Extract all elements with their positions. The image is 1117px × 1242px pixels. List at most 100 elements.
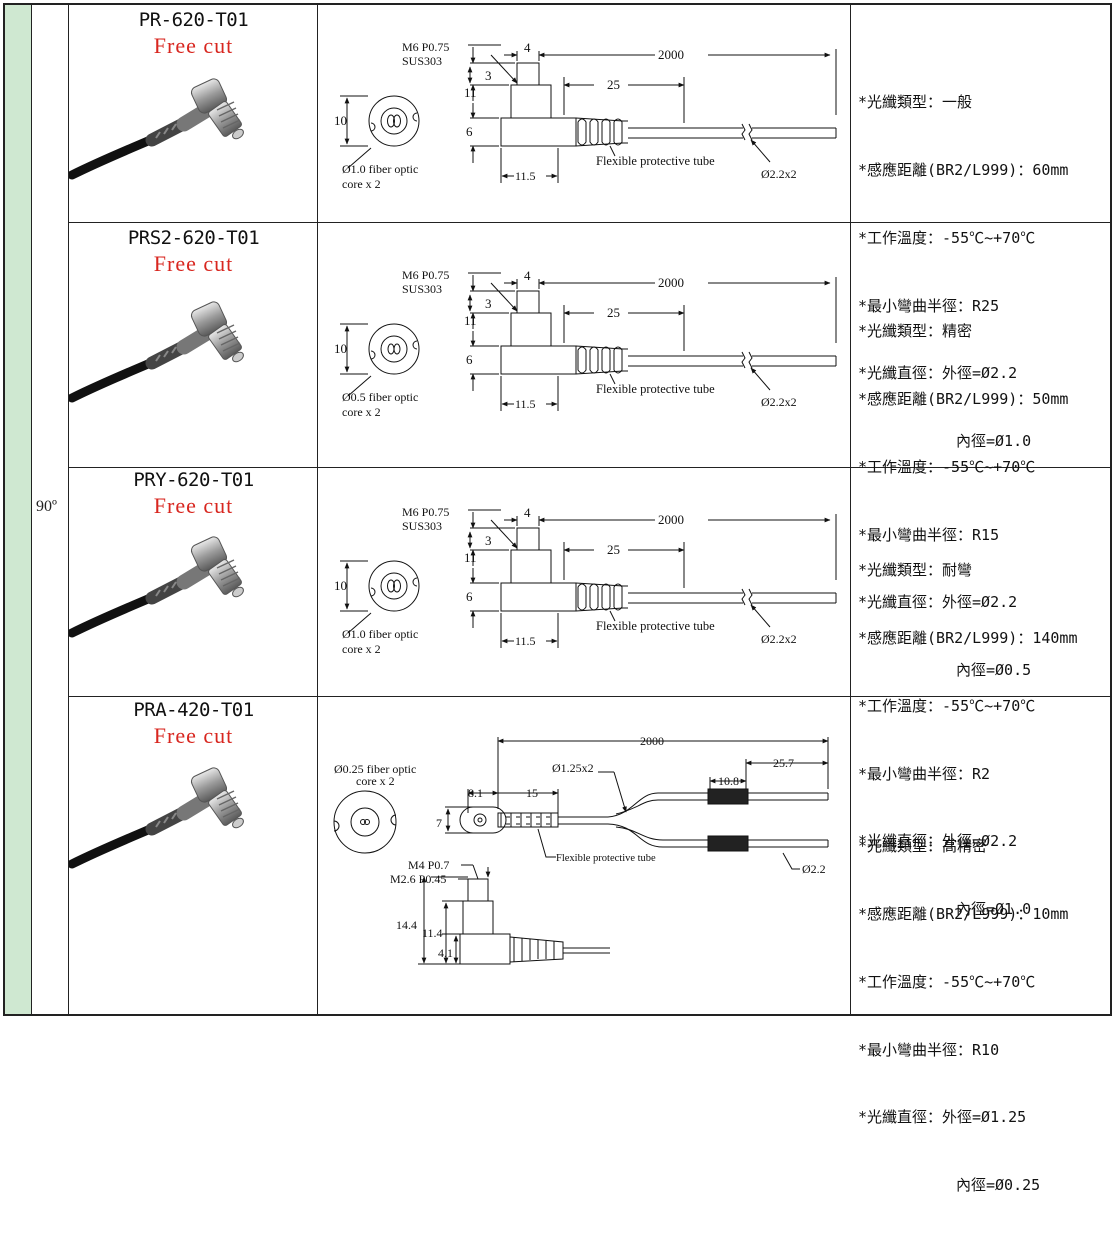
spec-temperature: *工作溫度：-55℃~+70℃ xyxy=(858,972,1036,991)
thread-label: M4 P0.7 xyxy=(408,858,449,872)
tube-label: Flexible protective tube xyxy=(596,154,715,168)
dim-top: 4 xyxy=(524,268,531,283)
thread-label: M6 P0.75 xyxy=(402,40,449,54)
spec-bend-radius: *最小彎曲半徑：R25 xyxy=(858,296,1000,315)
core-note-count: core x 2 xyxy=(342,642,381,656)
dimension-drawing: Ø0.25 fiber optic core x 2 2000 Ø1.25x2 … xyxy=(318,697,851,1014)
dim-25: 25 xyxy=(607,77,620,92)
core-note-count: core x 2 xyxy=(342,405,381,419)
angle-label: 90º xyxy=(36,498,57,515)
outer-diameter: Ø2.2x2 xyxy=(761,167,797,181)
dim-top: 4 xyxy=(524,40,531,55)
dim-length: 2000 xyxy=(658,47,684,62)
product-row: PR-620-T01 Free cut xyxy=(69,5,1110,450)
spec-fiber-type: *光纖類型：精密 xyxy=(858,322,973,341)
cable-diameter: Ø1.25x2 xyxy=(552,761,594,775)
spec-sensing-distance: *感應距離(BR2/L999)：140mm xyxy=(858,628,1078,647)
dimension-drawing: M6 P0.75 SUS303 4 2000 3 11 25 10 6 11.5… xyxy=(318,468,851,696)
spec-bend-radius: *最小彎曲半徑：R15 xyxy=(858,525,1000,544)
model-number: PRY-620-T01 xyxy=(133,469,254,491)
dimension-drawing: M6 P0.75 SUS303 4 2000 3 11 25 10 6 11.5… xyxy=(318,5,851,222)
sensor-photo xyxy=(69,697,318,1014)
spec-fiber-type: *光纖類型：耐彎 xyxy=(858,561,973,580)
photo-cell: PRY-620-T01 Free cut xyxy=(69,468,318,696)
dim-length: 2000 xyxy=(658,275,684,290)
dim-3: 3 xyxy=(485,533,492,548)
core-note-count: core x 2 xyxy=(356,774,395,788)
spec-cell: *光纖類型：一般 *感應距離(BR2/L999)：60mm *工作溫度：-55℃… xyxy=(851,5,1110,450)
sensor-photo xyxy=(69,5,318,223)
spec-inner-diameter: 內徑=Ø1.0 xyxy=(956,432,1032,451)
dim-11-5: 11.5 xyxy=(515,634,536,648)
dim-14-4: 14.4 xyxy=(396,918,417,932)
angle-column xyxy=(32,5,69,1014)
dim-25-7: 25.7 xyxy=(773,756,794,770)
dim-25: 25 xyxy=(607,305,620,320)
spec-temperature: *工作溫度：-55℃~+70℃ xyxy=(858,696,1036,715)
spec-fiber-type: *光纖類型：一般 xyxy=(858,93,973,112)
spec-temperature: *工作溫度：-55℃~+70℃ xyxy=(858,457,1036,476)
dim-10: 10 xyxy=(334,578,347,593)
dim-10-8: 10.8 xyxy=(718,774,739,788)
drawing-svg: M6 P0.75 SUS303 4 2000 3 11 25 10 6 11.5… xyxy=(334,268,837,419)
dim-11-4: 11.4 xyxy=(422,926,443,940)
drawing-svg: Ø0.25 fiber optic core x 2 2000 Ø1.25x2 … xyxy=(333,734,829,965)
sensor-photo xyxy=(69,223,318,468)
tube-label: Flexible protective tube xyxy=(596,619,715,633)
thread-label-secondary: M2.6 P0.45 xyxy=(390,872,446,886)
dimension-drawing: M6 P0.75 SUS303 4 2000 3 11 25 10 6 11.5… xyxy=(318,223,851,467)
core-note: Ø0.5 fiber optic xyxy=(342,390,418,404)
model-number: PR-620-T01 xyxy=(138,9,249,31)
spec-bend-radius: *最小彎曲半徑：R10 xyxy=(858,1040,1000,1059)
spec-outer-diameter: *光纖直徑：外徑=Ø1.25 xyxy=(858,1108,1027,1127)
dim-3: 3 xyxy=(485,296,492,311)
spec-sensing-distance: *感應距離(BR2/L999)：60mm xyxy=(858,160,1069,179)
core-note-count: core x 2 xyxy=(342,177,381,191)
drawing-svg: M6 P0.75 SUS303 4 2000 3 11 25 10 6 11.5… xyxy=(334,40,837,191)
category-sidebar xyxy=(5,5,32,1014)
material-label: SUS303 xyxy=(402,54,442,68)
thread-label: M6 P0.75 xyxy=(402,505,449,519)
tube-label: Flexible protective tube xyxy=(556,853,656,864)
model-number: PRA-420-T01 xyxy=(133,699,254,721)
dim-11: 11 xyxy=(464,85,477,100)
dim-25: 25 xyxy=(607,542,620,557)
product-row: PRY-620-T01 Free cut xyxy=(69,468,1110,918)
dim-11-5: 11.5 xyxy=(515,169,536,183)
drawing-svg: M6 P0.75 SUS303 4 2000 3 11 25 10 6 11.5… xyxy=(334,505,837,656)
dim-11: 11 xyxy=(464,550,477,565)
core-note: Ø1.0 fiber optic xyxy=(342,627,418,641)
spec-outer-diameter: *光纖直徑：外徑=Ø2.2 xyxy=(858,832,1018,851)
spec-bend-radius: *最小彎曲半徑：R2 xyxy=(858,764,991,783)
dim-7: 7 xyxy=(436,816,442,830)
tube-label: Flexible protective tube xyxy=(596,382,715,396)
spec-inner-diameter: 內徑=Ø1.0 xyxy=(956,900,1032,919)
photo-cell: PRA-420-T01 Free cut xyxy=(69,697,318,1014)
spec-cell: *光纖類型：高精密 *感應距離(BR2/L999)：10mm *工作溫度：-55… xyxy=(851,697,1110,1194)
spec-cell: *光纖類型：精密 *感應距離(BR2/L999)：50mm *工作溫度：-55℃… xyxy=(851,223,1110,679)
spec-fiber-type: *光纖類型：高精密 xyxy=(858,837,988,856)
dim-6: 6 xyxy=(466,124,473,139)
core-note: Ø0.25 fiber optic xyxy=(334,762,416,776)
dim-6: 6 xyxy=(466,352,473,367)
dim-11-5: 11.5 xyxy=(515,397,536,411)
spec-outer-diameter: *光纖直徑：外徑=Ø2.2 xyxy=(858,364,1018,383)
product-row: PRS2-620-T01 Free cut xyxy=(69,223,1110,679)
outer-diameter: Ø2.2 xyxy=(802,862,826,876)
photo-cell: PRS2-620-T01 Free cut xyxy=(69,223,318,467)
dim-4-1: 4.1 xyxy=(438,946,453,960)
product-table xyxy=(3,3,1112,1016)
dim-top: 4 xyxy=(524,505,531,520)
spec-sensing-distance: *感應距離(BR2/L999)：10mm xyxy=(858,904,1069,923)
product-row: PRA-420-T01 Free cut xyxy=(69,697,1110,1194)
spec-temperature: *工作溫度：-55℃~+70℃ xyxy=(858,228,1036,247)
dim-10: 10 xyxy=(334,113,347,128)
material-label: SUS303 xyxy=(402,519,442,533)
outer-diameter: Ø2.2x2 xyxy=(761,395,797,409)
dim-15: 15 xyxy=(526,786,538,800)
model-number: PRS2-620-T01 xyxy=(127,227,260,249)
core-note: Ø1.0 fiber optic xyxy=(342,162,418,176)
dim-length: 2000 xyxy=(658,512,684,527)
photo-cell: PR-620-T01 Free cut xyxy=(69,5,318,222)
dim-8-1: 8.1 xyxy=(468,786,483,800)
